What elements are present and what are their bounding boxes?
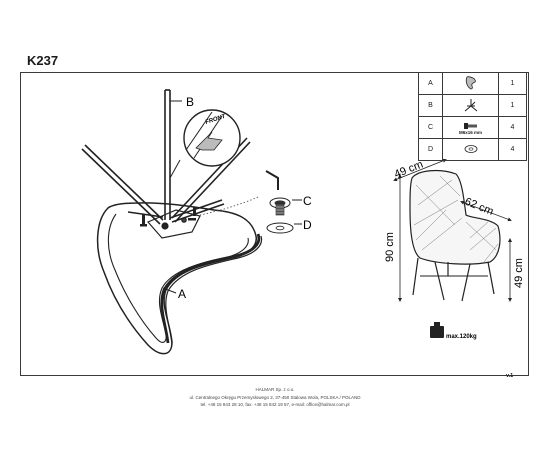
version-label: v.1 — [506, 373, 514, 379]
footer-contact: tel. +48 15 843 28 10, fax. +48 15 842 1… — [200, 402, 350, 407]
parts-row-c: C M6x16 mm 4 — [418, 116, 527, 139]
washer-icon — [442, 138, 499, 161]
part-qty: 1 — [498, 72, 527, 95]
part-letter: C — [418, 116, 443, 139]
part-qty: 4 — [498, 138, 527, 161]
footer-company: HALMAR Sp. z o.o. — [255, 387, 295, 392]
seat-shell-icon — [442, 72, 499, 95]
callout-a-leader — [162, 287, 177, 294]
depth-dimension: 62 cm — [463, 196, 495, 218]
part-letter: B — [418, 94, 443, 117]
max-load-label: max.120kg — [446, 334, 477, 340]
instruction-frame — [20, 72, 529, 376]
seat-height-dimension: 49 cm — [513, 258, 525, 288]
parts-table: A 1 B 1 C M6x16 mm — [418, 72, 527, 161]
dimension-lines — [393, 158, 512, 302]
bolt-washer-detail — [266, 197, 294, 234]
model-code: K237 — [27, 53, 59, 68]
leg-frame-part — [81, 89, 251, 225]
parts-row-b: B 1 — [418, 94, 527, 117]
chair-side-view — [409, 169, 501, 302]
mounting-plate — [147, 209, 201, 239]
bolt-size-label: M6x16 mm — [458, 129, 482, 135]
seat-shell-part — [96, 202, 263, 355]
weight-icon — [430, 322, 444, 338]
parts-row-a: A 1 — [418, 72, 527, 95]
bolt-icon: M6x16 mm — [442, 116, 499, 139]
part-letter: D — [418, 138, 443, 161]
part-qty: 1 — [498, 94, 527, 117]
part-qty: 4 — [498, 116, 527, 139]
plate-screws — [140, 207, 196, 227]
assembly-guide-line — [199, 196, 259, 216]
height-dimension: 90 cm — [384, 232, 396, 262]
footer-address: ul. Centralnego Okręgu Przemysłowego 2, … — [189, 394, 361, 400]
callout-c: C — [303, 194, 312, 208]
allen-key-icon — [265, 170, 279, 190]
part-letter: A — [418, 72, 443, 95]
parts-row-d: D 4 — [418, 138, 527, 161]
front-marking-detail: FRONT — [169, 109, 241, 179]
callout-d: D — [303, 218, 312, 232]
callout-b: B — [186, 95, 194, 109]
footer: HALMAR Sp. z o.o. ul. Centralnego Okręgu… — [0, 386, 550, 409]
leg-frame-icon — [442, 94, 499, 117]
callout-a: A — [178, 287, 186, 301]
